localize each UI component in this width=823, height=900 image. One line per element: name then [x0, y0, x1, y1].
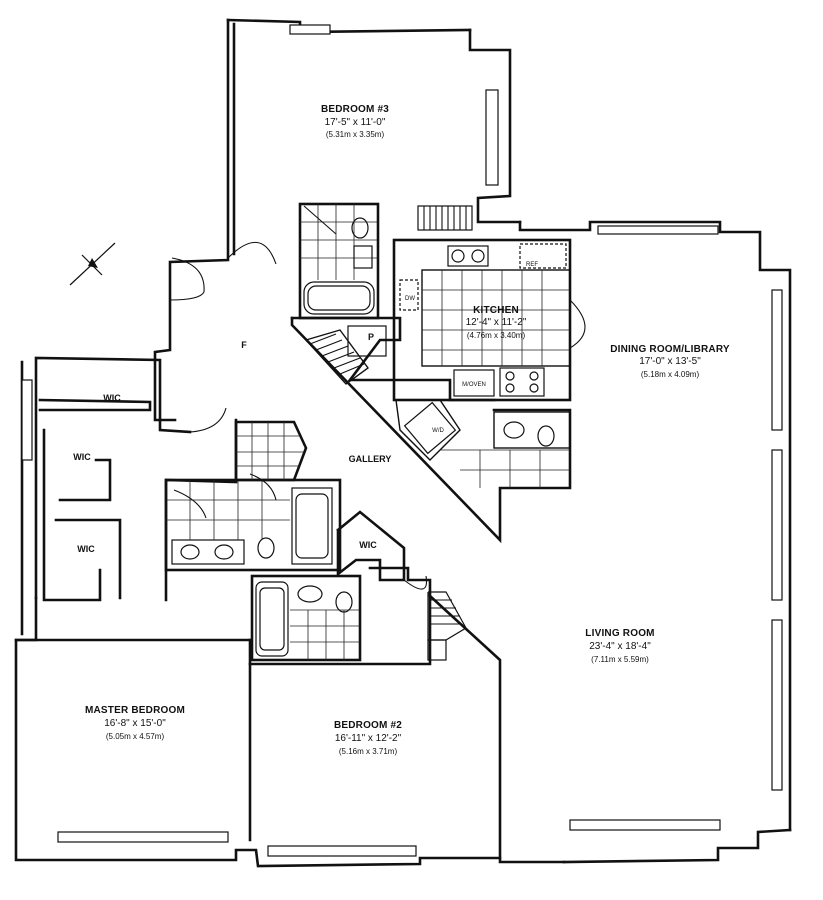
- room-label-bedroom2: BEDROOM #2 16'-11" x 12'-2" (5.16m x 3.7…: [334, 720, 402, 756]
- north-arrow-icon: [69, 242, 116, 286]
- living-name: LIVING ROOM: [585, 628, 654, 639]
- living-metric: (7.11m x 5.59m): [591, 655, 649, 664]
- living-dims: 23'-4" x 18'-4": [589, 641, 651, 652]
- windows: [21, 24, 783, 857]
- bedroom3-metric: (5.31m x 3.35m): [326, 130, 385, 139]
- master-bath: [164, 420, 342, 572]
- dining-dims: 17'-0" x 13'-5": [639, 356, 701, 367]
- room-label-dining: DINING ROOM/LIBRARY 17'-0" x 13'-5" (5.1…: [610, 344, 730, 379]
- room-label-master: MASTER BEDROOM 16'-8" x 15'-0" (5.05m x …: [85, 705, 185, 741]
- kitchen-dims: 12'-4" x 11'-2": [466, 317, 527, 328]
- master-metric: (5.05m x 4.57m): [106, 732, 165, 741]
- kitchen: [392, 238, 572, 402]
- micro-label: M/OVEN: [462, 382, 486, 388]
- kitchen-metric: (4.76m x 3.40m): [467, 331, 526, 340]
- room-label-kitchen: KITCHEN 12'-4" x 11'-2" (4.76m x 3.40m): [466, 305, 527, 340]
- master-dims: 16'-8" x 15'-0": [104, 718, 166, 729]
- wic-label-4: WIC: [359, 540, 377, 550]
- room-label-bedroom3: BEDROOM #3 17'-5" x 11'-0" (5.31m x 3.35…: [321, 104, 389, 139]
- exterior-walls: [14, 18, 792, 868]
- ref-label: REF: [526, 262, 538, 268]
- bedroom2-name: BEDROOM #2: [334, 720, 402, 731]
- door-swings: [169, 241, 586, 590]
- powder-and-laundry: [290, 316, 572, 544]
- stair-hatches: [417, 205, 473, 661]
- bedroom2-wic: [336, 510, 406, 582]
- master-name: MASTER BEDROOM: [85, 705, 185, 716]
- foyer-label: F: [241, 340, 247, 350]
- bedroom3-dims: 17'-5" x 11'-0": [325, 117, 386, 128]
- wd-label: W/D: [432, 428, 444, 434]
- bedroom2-dims: 16'-11" x 12'-2": [335, 733, 402, 744]
- wic-label-2: WIC: [73, 452, 91, 462]
- dining-metric: (5.18m x 4.09m): [641, 370, 700, 379]
- kitchen-name: KITCHEN: [473, 305, 519, 316]
- dw-label: DW: [405, 296, 415, 302]
- pantry-label: P: [368, 332, 374, 342]
- gallery-label: GALLERY: [349, 454, 392, 464]
- dining-name: DINING ROOM/LIBRARY: [610, 344, 730, 355]
- wic-label-1: WIC: [103, 393, 121, 403]
- bedroom2-bath: [250, 574, 362, 662]
- room-label-living: LIVING ROOM 23'-4" x 18'-4" (7.11m x 5.5…: [585, 628, 654, 664]
- bedroom2-metric: (5.16m x 3.71m): [339, 747, 398, 756]
- bedroom3-name: BEDROOM #3: [321, 104, 389, 115]
- wic-label-3: WIC: [77, 544, 95, 554]
- bedroom3-bath: [298, 202, 380, 320]
